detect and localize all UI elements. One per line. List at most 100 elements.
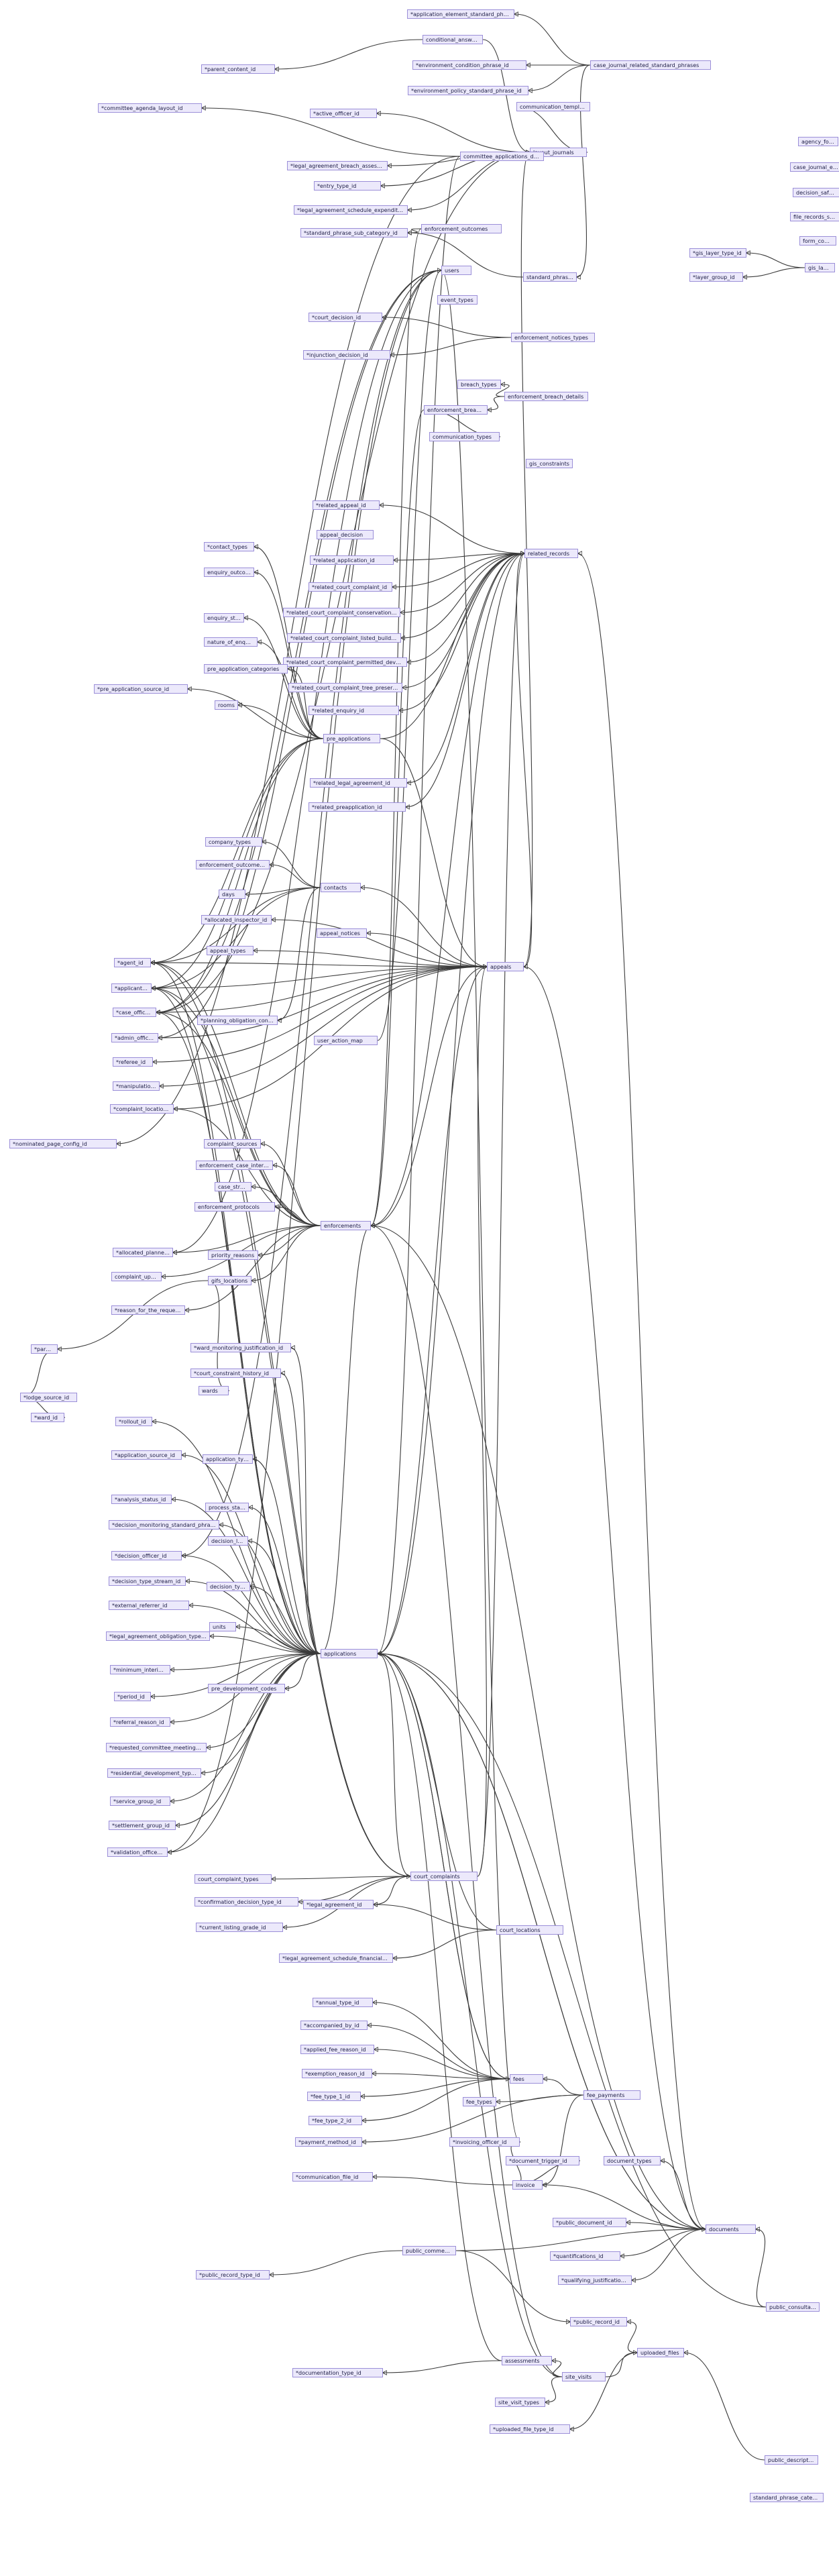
node-user-action-map[interactable]: user_action_map <box>314 1036 378 1045</box>
node-committee-agenda-layout-id[interactable]: *committee_agenda_layout_id <box>98 103 202 113</box>
node-fee-type-1-id[interactable]: *fee_type_1_id <box>307 2092 361 2101</box>
node-standard-phrases[interactable]: standard_phrases <box>523 272 577 282</box>
node-requested-committee-meeting-id[interactable]: *requested_committee_meeting_id <box>106 1743 207 1752</box>
node-allocated-inspector-id[interactable]: *allocated_inspector_id <box>201 915 272 924</box>
node-application-source-id[interactable]: *application_source_id <box>111 1450 182 1460</box>
node-applications[interactable]: applications <box>321 1649 378 1658</box>
node-reason-for-the-request-id[interactable]: *reason_for_the_request_id <box>111 1305 185 1315</box>
node-decision-levels[interactable]: decision_levels <box>208 1536 248 1546</box>
node-pre-application-categories[interactable]: pre_application_categories <box>204 664 288 674</box>
node-conditional-answers[interactable]: conditional_answers <box>423 35 483 44</box>
node-court-locations[interactable]: court_locations <box>496 1925 563 1935</box>
node-ward-id[interactable]: *ward_id <box>31 1413 64 1422</box>
node-rooms[interactable]: rooms <box>215 700 238 710</box>
node-gis-layer-type-id[interactable]: *gis_layer_type_id <box>689 248 746 258</box>
node-document-trigger-id[interactable]: *document_trigger_id <box>506 2156 579 2165</box>
node-legal-agreement-schedule-expenditure-id[interactable]: *legal_agreement_schedule_expenditure_id <box>294 205 408 215</box>
node-file-records-statuses[interactable]: file_records_statuses <box>790 212 839 221</box>
node-agency-formats[interactable]: agency_formats <box>798 137 838 146</box>
node-referee-id[interactable]: *referee_id <box>113 1057 153 1067</box>
node-form-codes[interactable]: form_codes <box>799 236 836 246</box>
node-residential-development-type-id[interactable]: *residential_development_type_id <box>107 1768 201 1778</box>
node-documentation-type-id[interactable]: *documentation_type_id <box>292 2368 383 2377</box>
node-complaint-sources[interactable]: complaint_sources <box>204 1139 261 1148</box>
node-contacts[interactable]: contacts <box>321 883 361 892</box>
node-uploaded-file-type-id[interactable]: *uploaded_file_type_id <box>490 2424 570 2434</box>
node-legal-agreement-obligation-type-id[interactable]: *legal_agreement_obligation_type_id <box>106 1631 210 1641</box>
node-enforcement-protocols[interactable]: enforcement_protocols <box>194 1202 275 1212</box>
node-fees[interactable]: fees <box>510 2074 543 2084</box>
node-invoice[interactable]: invoice <box>512 2180 543 2190</box>
node-external-referrer-id[interactable]: *external_referrer_id <box>109 1601 189 1610</box>
node-communication-file-id[interactable]: *communication_file_id <box>292 2172 373 2182</box>
node-legal-agreement-schedule-financial-id[interactable]: *legal_agreement_schedule_financial_id <box>279 1953 393 1963</box>
node-agent-id[interactable]: *agent_id <box>114 958 151 967</box>
node-court-decision-id[interactable]: *court_decision_id <box>309 313 382 322</box>
node-parent-content-id[interactable]: *parent_content_id <box>201 64 275 74</box>
node-qualifying-justification-id[interactable]: *qualifying_justification_id <box>558 2275 632 2285</box>
node-contact-types[interactable]: *contact_types <box>204 542 254 551</box>
node-standard-phrase-categories[interactable]: standard_phrase_categories <box>750 2493 824 2502</box>
node-application-element-standard-phrase-id[interactable]: *application_element_standard_phrase_id <box>407 9 514 19</box>
node-current-listing-grade-id[interactable]: *current_listing_grade_id <box>196 1923 283 1932</box>
node-active-officer-id[interactable]: *active_officer_id <box>310 109 377 118</box>
node-related-appeal-id[interactable]: *related_appeal_id <box>313 500 380 510</box>
node-planning-obligation-contact-id[interactable]: *planning_obligation_contact_id <box>197 1016 278 1025</box>
node-site-visits[interactable]: site_visits <box>562 2372 606 2381</box>
node-minimum-interim-id[interactable]: *minimum_interim_id <box>110 1665 170 1674</box>
node-assessments[interactable]: assessments <box>502 2356 552 2365</box>
node-appeal-types[interactable]: appeal_types <box>207 946 254 955</box>
node-court-constraint-history-id[interactable]: *court_constraint_history_id <box>190 1368 281 1378</box>
node-annual-type-id[interactable]: *annual_type_id <box>313 1998 373 2007</box>
node-injunction-decision-id[interactable]: *injunction_decision_id <box>303 350 390 360</box>
node-parent-id[interactable]: *parent_id <box>31 1344 58 1354</box>
node-exemption-reason-id[interactable]: *exemption_reason_id <box>302 2069 372 2078</box>
node-layer-group-id[interactable]: *layer_group_id <box>689 272 743 282</box>
node-analysis-status-id[interactable]: *analysis_status_id <box>111 1495 172 1504</box>
node-public-document-id[interactable]: *public_document_id <box>553 2218 626 2227</box>
node-case-journal-entry-types[interactable]: case_journal_entry_types <box>790 162 839 172</box>
node-nominated-page-config-id[interactable]: *nominated_page_config_id <box>9 1139 117 1148</box>
node-pre-applications[interactable]: pre_applications <box>323 734 380 743</box>
node-priority-reasons[interactable]: priority_reasons <box>208 1250 258 1260</box>
node-service-group-id[interactable]: *service_group_id <box>110 1796 170 1806</box>
node-enforcement-outcomes[interactable]: enforcement_outcomes <box>421 224 502 233</box>
node-application-types[interactable]: application_types <box>203 1454 253 1464</box>
node-enforcement-case-interests[interactable]: enforcement_case_interests <box>196 1161 273 1170</box>
node-related-records[interactable]: related_records <box>524 549 578 558</box>
node-validation-officer-id[interactable]: *validation_officer_id <box>107 1847 168 1857</box>
node-legal-agreement-breach-assessment-id[interactable]: *legal_agreement_breach_assessment_id <box>287 161 388 170</box>
node-settlement-group-id[interactable]: *settlement_group_id <box>109 1821 176 1830</box>
node-related-court-complaint-id[interactable]: *related_court_complaint_id <box>309 582 392 592</box>
node-related-court-complaint-permitted-development-id[interactable]: *related_court_complaint_permitted_devel… <box>283 657 407 667</box>
node-site-visit-types[interactable]: site_visit_types <box>495 2398 545 2407</box>
node-communication-templates[interactable]: communication_templates <box>516 102 590 111</box>
node-decision-monitoring-standard-phrase-id[interactable]: *decision_monitoring_standard_phrase_id <box>109 1520 219 1529</box>
node-enquiry-stage[interactable]: enquiry_stage <box>204 613 244 623</box>
node-enforcement-notices-types[interactable]: enforcement_notices_types <box>511 333 595 342</box>
node-legal-agreement-id[interactable]: *legal_agreement_id <box>303 1900 374 1909</box>
node-enforcements[interactable]: enforcements <box>321 1221 371 1230</box>
node-manipulation-id[interactable]: *manipulation_id <box>113 1081 160 1091</box>
node-quantifications-id[interactable]: *quantifications_id <box>550 2251 620 2261</box>
node-related-enquiry-id[interactable]: *related_enquiry_id <box>309 706 399 715</box>
node-document-types[interactable]: document_types <box>604 2156 661 2165</box>
node-public-comments[interactable]: public_comments <box>402 2246 456 2255</box>
node-gifs-locations[interactable]: gifs_locations <box>208 1276 251 1285</box>
node-allocated-planner-id[interactable]: *allocated_planner_id <box>113 1248 173 1257</box>
node-admin-officer-id[interactable]: *admin_officer_id <box>111 1033 158 1042</box>
node-case-stream[interactable]: case_stream <box>215 1182 251 1191</box>
node-gis-layers[interactable]: gis_layers <box>805 263 835 272</box>
node-communication-types[interactable]: communication_types <box>429 432 500 441</box>
node-related-court-complaint-listed-building-id[interactable]: *related_court_complaint_listed_building… <box>287 633 401 643</box>
node-company-types[interactable]: company_types <box>205 837 262 847</box>
node-environment-policy-standard-phrase-id[interactable]: *environment_policy_standard_phrase_id <box>408 86 528 95</box>
node-related-application-id[interactable]: *related_application_id <box>310 555 394 565</box>
node-breach-types[interactable]: breach_types <box>457 380 501 389</box>
node-wards[interactable]: wards <box>199 1386 229 1395</box>
node-enforcement-breach-details[interactable]: enforcement_breach_details <box>504 392 588 401</box>
node-related-legal-agreement-id[interactable]: *related_legal_agreement_id <box>310 778 407 788</box>
node-enforcement-breaches[interactable]: enforcement_breaches <box>424 405 488 415</box>
node-complaint-location-id[interactable]: *complaint_location_id <box>110 1104 174 1114</box>
node-enforcement-outcome-types[interactable]: enforcement_outcome_types <box>196 860 270 869</box>
